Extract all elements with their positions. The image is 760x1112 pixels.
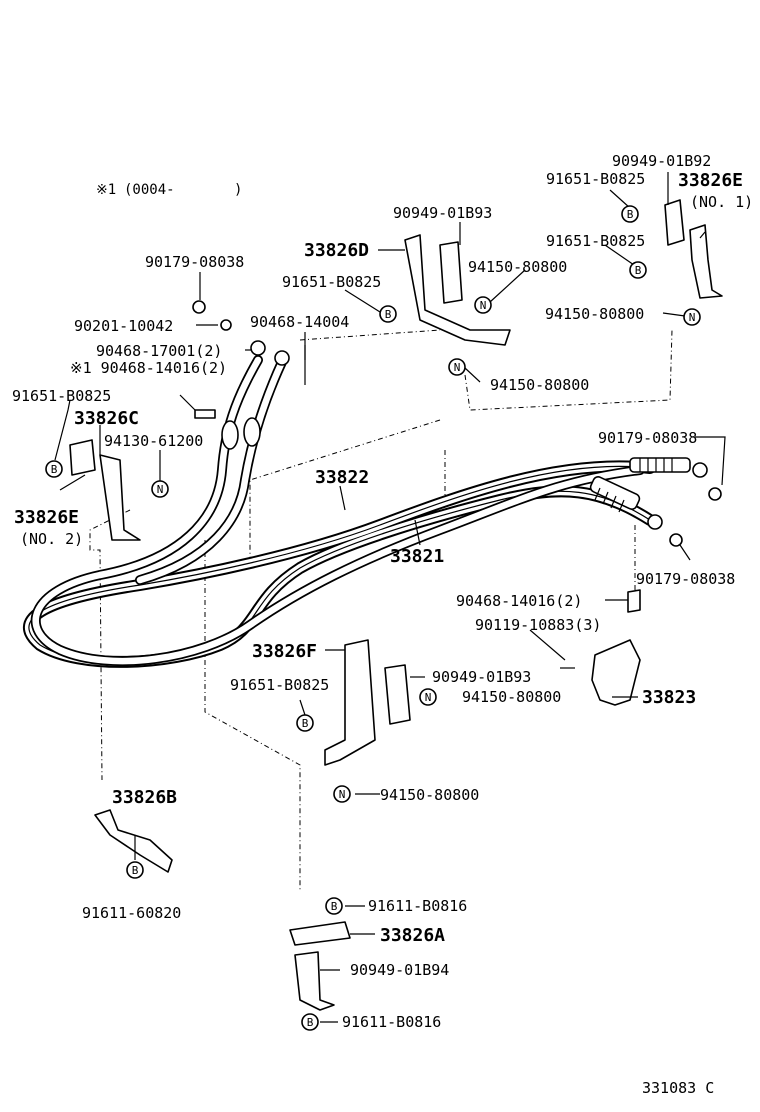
badge-n: N bbox=[474, 296, 492, 314]
svg-text:N: N bbox=[425, 691, 432, 704]
drawing-id: 331083 C bbox=[642, 1079, 714, 1097]
part-label: 90949-01B93 bbox=[432, 668, 531, 686]
leader-lines bbox=[54, 172, 726, 1023]
part-label: 90468-17001(2) bbox=[96, 342, 222, 360]
part-label: (NO. 1) bbox=[690, 193, 753, 211]
part-label: 90201-10042 bbox=[74, 317, 173, 335]
part-label: 90119-10883(3) bbox=[475, 616, 601, 634]
reference-lines bbox=[89, 329, 673, 890]
part-label: 94150-80800 bbox=[462, 688, 561, 706]
badge-b: B bbox=[301, 1013, 319, 1031]
svg-text:N: N bbox=[689, 311, 696, 324]
bracket-33826E-no1 bbox=[664, 199, 723, 299]
badge-n: N bbox=[683, 308, 701, 326]
part-label: 94130-61200 bbox=[104, 432, 203, 450]
part-label: 94150-80800 bbox=[545, 305, 644, 323]
part-label: 90949-01B92 bbox=[612, 152, 711, 170]
svg-text:B: B bbox=[635, 264, 642, 277]
part-label: 33823 bbox=[642, 687, 696, 708]
part-label: 33826E bbox=[678, 170, 743, 191]
badge-n: N bbox=[333, 785, 351, 803]
badge-b: B bbox=[621, 205, 639, 223]
part-label: 33826C bbox=[74, 408, 139, 429]
part-label: 91651-B0825 bbox=[230, 676, 329, 694]
part-label: 94150-80800 bbox=[380, 786, 479, 804]
badge-n: N bbox=[419, 688, 437, 706]
svg-text:N: N bbox=[480, 299, 487, 312]
part-label: 94150-80800 bbox=[490, 376, 589, 394]
part-label: 33826B bbox=[112, 787, 177, 808]
bracket-33823 bbox=[560, 589, 641, 706]
svg-text:N: N bbox=[454, 361, 461, 374]
part-label: 91651-B0825 bbox=[282, 273, 381, 291]
part-label: 33826D bbox=[304, 240, 369, 261]
cable-end-fittings bbox=[192, 300, 722, 547]
svg-text:N: N bbox=[157, 483, 164, 496]
footnote-marker: ※1 bbox=[96, 182, 116, 198]
part-label: 91651-B0825 bbox=[12, 387, 111, 405]
part-label: 33822 bbox=[315, 467, 369, 488]
badge-b: B bbox=[296, 714, 314, 732]
badge-b: B bbox=[126, 861, 144, 879]
svg-text:B: B bbox=[51, 463, 58, 476]
part-label: 90179-08038 bbox=[598, 429, 697, 447]
bracket-33826F bbox=[324, 639, 411, 766]
part-label: ※1 90468-14016(2) bbox=[70, 359, 227, 377]
svg-text:N: N bbox=[339, 788, 346, 801]
badge-n: N bbox=[151, 480, 169, 498]
svg-text:B: B bbox=[302, 717, 309, 730]
part-label: 90179-08038 bbox=[145, 253, 244, 271]
part-label: 90468-14016(2) bbox=[456, 592, 582, 610]
part-label: 33826A bbox=[380, 925, 445, 946]
footnote-close: ) bbox=[234, 182, 242, 198]
part-label: 91651-B0825 bbox=[546, 170, 645, 188]
part-label: 91611-60820 bbox=[82, 904, 181, 922]
part-label: 91651-B0825 bbox=[546, 232, 645, 250]
part-label: 33821 bbox=[390, 546, 444, 567]
part-label: 90179-08038 bbox=[636, 570, 735, 588]
part-label: 33826F bbox=[252, 641, 317, 662]
svg-text:B: B bbox=[132, 864, 139, 877]
svg-text:B: B bbox=[627, 208, 634, 221]
badge-b: B bbox=[629, 261, 647, 279]
svg-text:B: B bbox=[307, 1016, 314, 1029]
svg-text:B: B bbox=[385, 308, 392, 321]
bracket-33826A bbox=[289, 921, 351, 1011]
svg-text:B: B bbox=[331, 900, 338, 913]
badge-n: N bbox=[448, 358, 466, 376]
part-label: 91611-B0816 bbox=[342, 1013, 441, 1031]
badge-b: B bbox=[325, 897, 343, 915]
bracket-33826D bbox=[404, 234, 511, 346]
part-label: 90949-01B94 bbox=[350, 961, 449, 979]
part-label: 90468-14004 bbox=[250, 313, 349, 331]
part-label: (NO. 2) bbox=[20, 530, 83, 548]
bracket-33826C bbox=[69, 439, 141, 541]
bracket-33826B bbox=[94, 809, 173, 873]
part-label: 33826E bbox=[14, 507, 79, 528]
badge-b: B bbox=[379, 305, 397, 323]
footnote-text: (0004- bbox=[124, 182, 175, 198]
part-label: 94150-80800 bbox=[468, 258, 567, 276]
part-label: 91611-B0816 bbox=[368, 897, 467, 915]
select-cable-33821 bbox=[30, 355, 645, 667]
part-label: 90949-01B93 bbox=[393, 204, 492, 222]
badge-b: B bbox=[45, 460, 63, 478]
